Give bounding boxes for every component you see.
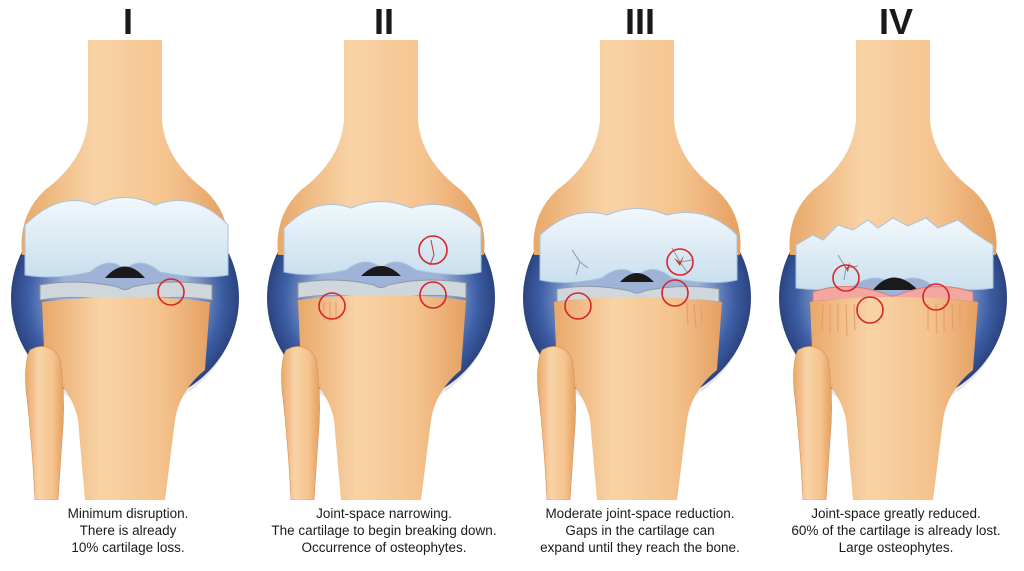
fibula (793, 346, 832, 500)
osteophyte-marker (318, 292, 346, 320)
osteophyte-marker (856, 296, 884, 324)
caption-line: 10% cartilage loss. (71, 540, 185, 555)
cartilage-loss-marker (157, 278, 185, 306)
femur (789, 40, 997, 255)
femoral-cartilage (24, 197, 229, 278)
cartilage-loss-marker (661, 279, 689, 307)
cartilage-gap-marker (666, 248, 694, 276)
cartilage-loss-marker (419, 281, 447, 309)
caption-line: expand until they reach the bone. (540, 540, 740, 555)
caption-line: Gaps in the cartilage can (565, 523, 715, 538)
osteophyte-lines (821, 303, 961, 337)
femur (533, 40, 741, 255)
caption-line: Joint-space narrowing. (316, 506, 452, 521)
stage-numeral: I (122, 1, 133, 42)
crack-marker (418, 235, 448, 265)
cartilage-gap (843, 262, 850, 272)
cartilage-gap (674, 255, 684, 266)
stage-4: IV Joint-space greatly reduced. 60% of t… (768, 0, 1024, 571)
stage-caption: Joint-space greatly reduced. 60% of the … (768, 505, 1024, 556)
caption-line: Joint-space greatly reduced. (811, 506, 981, 521)
stage-numeral: II (373, 1, 394, 42)
femur (277, 40, 485, 255)
stage-caption: Moderate joint-space reduction. Gaps in … (512, 505, 768, 556)
tibia (554, 297, 722, 500)
caption-line: 60% of the cartilage is already lost. (791, 523, 1001, 538)
caption-line: Minimum disruption. (67, 506, 189, 521)
stage-numeral: III (624, 1, 655, 42)
caption-line: There is already (79, 523, 177, 538)
bone-contact-marker (922, 283, 950, 311)
knee-joint-illustration (267, 40, 495, 500)
stage-3: III Moderate joint-space reduction. Gaps… (512, 0, 768, 571)
cartilage-crack (429, 239, 435, 266)
stage-caption: Minimum disruption. There is already 10%… (0, 505, 256, 556)
knee-joint-illustration (523, 40, 751, 500)
cartilage-crack (571, 249, 589, 276)
stage-1: I Minimum disruption. There is already 1… (0, 0, 256, 571)
fibula (25, 346, 64, 500)
tibia (298, 295, 466, 500)
knee-joint-illustration (779, 40, 1007, 500)
caption-line: Large osteophytes. (838, 540, 954, 555)
osteophyte-lines (686, 303, 703, 329)
femoral-cartilage (283, 201, 482, 276)
stage-caption: Joint-space narrowing. The cartilage to … (256, 505, 512, 556)
caption-line: The cartilage to begin breaking down. (271, 523, 497, 538)
osteophyte-marker (564, 292, 592, 320)
intercondylar-notch (620, 273, 654, 282)
intercondylar-notch (873, 277, 918, 290)
caption-line: Occurrence of osteophytes. (301, 540, 467, 555)
knee-joint-illustration (11, 40, 239, 500)
stage-numeral: IV (878, 1, 913, 42)
caption-line: Moderate joint-space reduction. (545, 506, 735, 521)
cartilage-gap-marker (832, 264, 860, 292)
tibia (810, 297, 978, 500)
fibula (281, 346, 320, 500)
intercondylar-notch (105, 266, 145, 278)
femoral-cartilage (539, 208, 738, 284)
tibia (42, 297, 210, 500)
stage-2: II Joint-space narrowing. The cartilage … (256, 0, 512, 571)
intercondylar-notch (361, 266, 401, 276)
fibula (537, 346, 576, 500)
